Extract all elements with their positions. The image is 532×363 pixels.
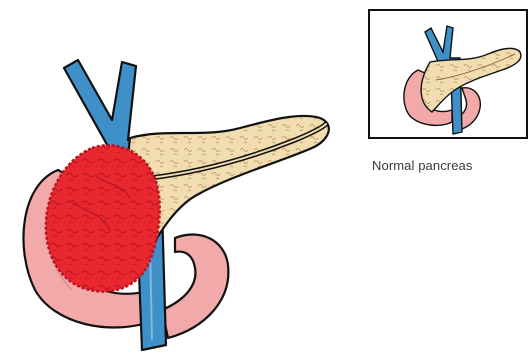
- main-pancreas-with-tumor: [23, 60, 328, 350]
- inset-caption: Normal pancreas: [372, 158, 473, 173]
- pancreatic-tumor: [46, 145, 160, 291]
- inset-normal-pancreas: [369, 10, 527, 138]
- intestine-right: [162, 234, 228, 338]
